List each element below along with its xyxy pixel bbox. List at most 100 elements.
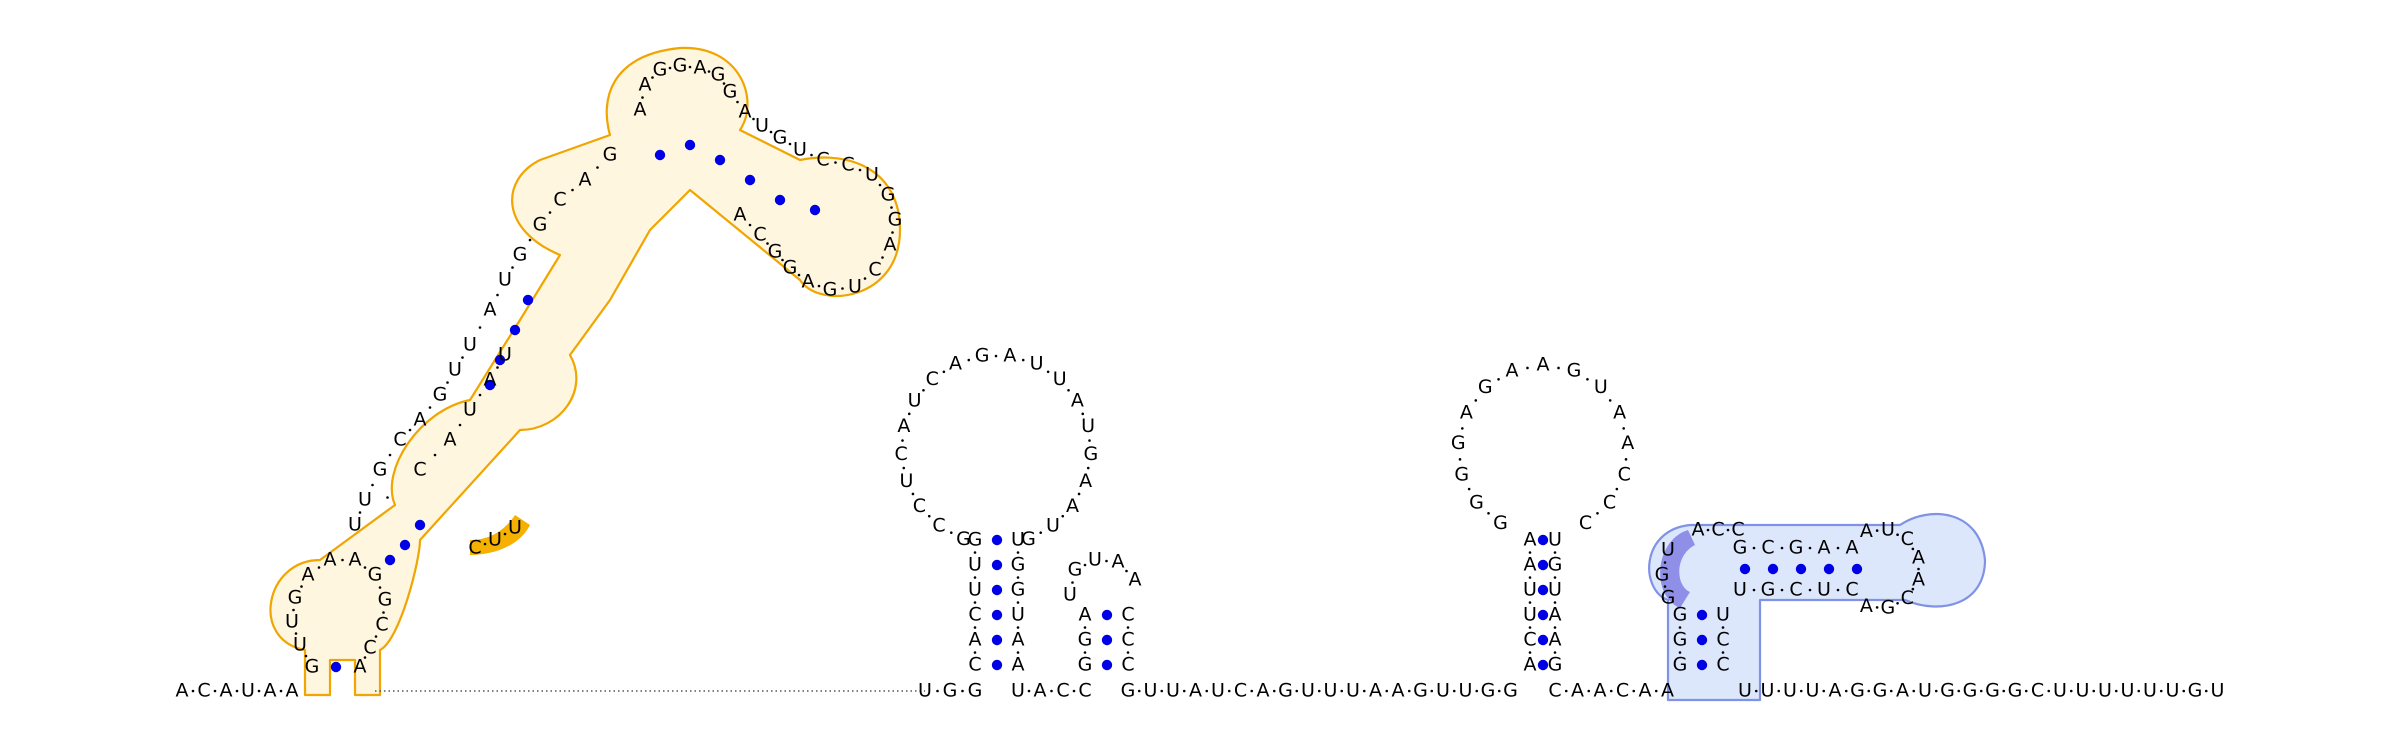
nucleotide-orange-loop: G bbox=[653, 59, 668, 81]
nucleotide-blue-loop: U bbox=[1881, 518, 1895, 540]
nucleotide-orange-arm: G bbox=[373, 459, 388, 481]
backbone-tick bbox=[1016, 551, 1020, 554]
nucleotide-3prime: U bbox=[1783, 680, 1797, 702]
backbone-tick bbox=[1528, 576, 1532, 579]
nucleotide-orange-arm: U bbox=[448, 359, 462, 381]
backbone-tick bbox=[1021, 358, 1025, 362]
backbone-tick bbox=[1808, 588, 1812, 592]
nucleotide-blue-stem: C bbox=[1716, 629, 1729, 651]
backbone-tick bbox=[2069, 689, 2073, 693]
nucleotide-loop: A bbox=[1066, 495, 1079, 517]
nucleotide-blue-arm: G bbox=[1789, 537, 1804, 559]
base-pair-dot bbox=[384, 554, 396, 566]
base-pair-dot bbox=[484, 379, 496, 391]
backbone-tick bbox=[1182, 689, 1186, 693]
nucleotide-baseline: A bbox=[1392, 680, 1405, 702]
nucleotide-orange: C bbox=[363, 637, 376, 659]
nucleotide-baseline: C bbox=[1056, 680, 1069, 702]
nucleotide-3prime: U bbox=[2098, 680, 2112, 702]
nucleotide-baseline: G bbox=[1121, 680, 1136, 702]
base-pair-dot bbox=[1537, 634, 1549, 646]
nucleotide-baseline: A bbox=[1639, 680, 1652, 702]
nucleotide-orange-loop: A bbox=[802, 271, 815, 293]
base-pair-dot bbox=[509, 324, 521, 336]
base-pair-dot bbox=[991, 584, 1003, 596]
nucleotide-3prime: U bbox=[2211, 680, 2225, 702]
nucleotide-5prime: A bbox=[220, 680, 233, 702]
backbone-tick bbox=[788, 142, 792, 146]
backbone-tick bbox=[817, 284, 821, 288]
backbone-tick bbox=[911, 492, 915, 496]
nucleotide-orange-loop: G bbox=[823, 279, 838, 301]
backbone-tick bbox=[1086, 466, 1090, 470]
backbone-tick bbox=[1227, 689, 1231, 693]
nucleotide-stem-3p: G bbox=[1548, 554, 1563, 576]
nucleotide-orange-loop: A bbox=[884, 234, 897, 256]
backbone-tick bbox=[1780, 546, 1784, 550]
nucleotide-baseline: G bbox=[1481, 680, 1496, 702]
nucleotide-3prime: U bbox=[2076, 680, 2090, 702]
backbone-tick bbox=[1528, 651, 1532, 654]
nucleotide-stem-3p: C bbox=[1121, 629, 1134, 651]
backbone-tick bbox=[1137, 689, 1141, 693]
backbone-tick bbox=[942, 370, 946, 374]
nucleotide-orange: A bbox=[302, 564, 315, 586]
nucleotide-loop: C bbox=[926, 368, 939, 390]
backbone-tick bbox=[1452, 689, 1456, 693]
nucleotide-baseline: U bbox=[1166, 680, 1180, 702]
nucleotide-orange-loop: G bbox=[768, 241, 783, 263]
nucleotide-orange: U bbox=[293, 634, 307, 656]
backbone-tick bbox=[1016, 626, 1020, 629]
nucleotide-stem-5p: A bbox=[1524, 529, 1537, 551]
nucleotide-stem-5p: A bbox=[1079, 604, 1092, 626]
backbone-tick bbox=[292, 608, 295, 612]
nucleotide-orange: A bbox=[349, 549, 362, 571]
nucleotide-baseline: C bbox=[1234, 680, 1247, 702]
backbone-tick bbox=[257, 689, 261, 693]
backbone-tick bbox=[433, 453, 437, 457]
nucleotide-blue-arm: A bbox=[1818, 537, 1831, 559]
nucleotide-orange-loop: C bbox=[816, 149, 829, 171]
base-pair-dot bbox=[774, 194, 786, 206]
backbone-tick bbox=[2002, 689, 2006, 693]
base-pair-layer bbox=[330, 139, 1863, 673]
backbone-tick bbox=[483, 542, 487, 546]
backbone-tick bbox=[668, 66, 672, 70]
base-pair-dot bbox=[991, 659, 1003, 671]
nucleotide-orange-loop: U bbox=[865, 164, 879, 186]
backbone-tick bbox=[858, 168, 862, 172]
nucleotide-3prime: U bbox=[1918, 680, 1932, 702]
backbone-tick bbox=[1071, 581, 1074, 584]
backbone-tick bbox=[478, 326, 482, 329]
nucleotide-loop: G bbox=[1021, 528, 1036, 550]
nucleotide-3prime: G bbox=[2008, 680, 2023, 702]
backbone-tick bbox=[1557, 366, 1560, 370]
nucleotide-orange: A bbox=[354, 656, 367, 678]
nucleotide-3prime: G bbox=[1873, 680, 1888, 702]
base-pair-dot bbox=[744, 174, 756, 186]
backbone-tick bbox=[1105, 559, 1108, 563]
nucleotide-orange-loop: G bbox=[673, 55, 688, 77]
nucleotide-orange-loop: G bbox=[783, 257, 798, 279]
blue-highlight-strong bbox=[1660, 530, 1695, 608]
highlight-layer bbox=[269, 46, 1987, 702]
backbone-tick bbox=[1027, 689, 1031, 693]
base-pair-dot bbox=[1767, 563, 1779, 575]
nucleotide-loop: A bbox=[1112, 551, 1125, 573]
nucleotide-orange-loop: C bbox=[753, 224, 766, 246]
backbone-tick bbox=[1836, 546, 1840, 550]
nucleotide-stem-3p: A bbox=[1012, 629, 1025, 651]
nucleotide-blue-stem: G bbox=[1673, 654, 1688, 676]
nucleotide-orange-loop: G bbox=[723, 81, 738, 103]
nucleotide-stem-5p: A bbox=[1524, 554, 1537, 576]
nucleotide-blue-arm: C bbox=[1845, 579, 1858, 601]
backbone-tick bbox=[1467, 487, 1471, 491]
backbone-tick bbox=[2137, 689, 2141, 693]
backbone-tick bbox=[1632, 689, 1636, 693]
backbone-tick bbox=[191, 689, 195, 693]
nucleotide-blue-arm: G bbox=[1733, 537, 1748, 559]
backbone-tick bbox=[596, 166, 599, 169]
backbone-tick bbox=[1780, 588, 1784, 592]
backbone-tick bbox=[834, 161, 837, 164]
nucleotide-3prime: A bbox=[1896, 680, 1909, 702]
